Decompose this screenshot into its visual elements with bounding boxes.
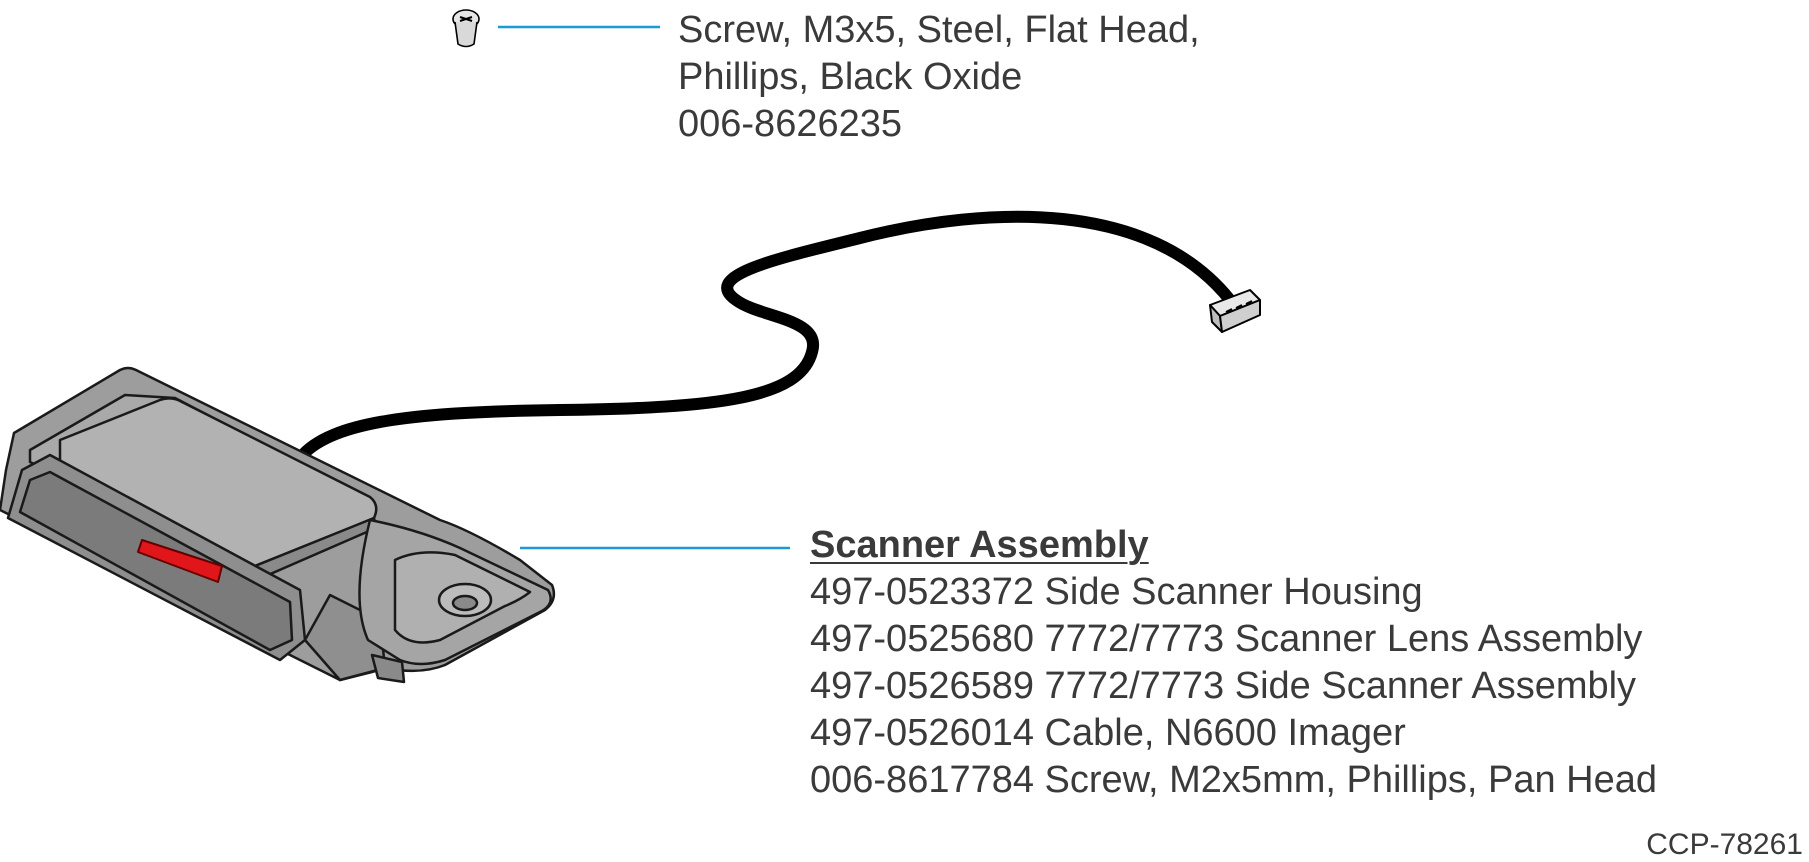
scanner-housing-icon bbox=[0, 366, 556, 684]
screw-icon bbox=[452, 9, 480, 48]
connector-icon bbox=[1209, 289, 1261, 333]
parts-list-item: 006-8617784 Screw, M2x5mm, Phillips, Pan… bbox=[810, 759, 1658, 801]
parts-list-item: 497-0526014 Cable, N6600 Imager bbox=[810, 712, 1406, 754]
parts-list-item: 497-0523372 Side Scanner Housing bbox=[810, 571, 1423, 613]
scanner-assembly-heading: Scanner Assembly bbox=[810, 524, 1149, 566]
cable-icon bbox=[294, 210, 1236, 464]
parts-list-item: 497-0525680 7772/7773 Scanner Lens Assem… bbox=[810, 618, 1643, 660]
screw-part-number: 006-8626235 bbox=[678, 103, 902, 145]
scanner-assembly-callout: Scanner Assembly 497-0523372 Side Scanne… bbox=[810, 522, 1657, 804]
scanner-lens bbox=[137, 539, 223, 583]
screw-description-line-1: Screw, M3x5, Steel, Flat Head, bbox=[678, 9, 1200, 51]
drawing-number: CCP-78261 bbox=[1646, 828, 1803, 861]
parts-list-item: 497-0526589 7772/7773 Side Scanner Assem… bbox=[810, 665, 1637, 707]
screw-callout: Screw, M3x5, Steel, Flat Head, Phillips,… bbox=[678, 7, 1200, 148]
screw-description-line-2: Phillips, Black Oxide bbox=[678, 56, 1023, 98]
